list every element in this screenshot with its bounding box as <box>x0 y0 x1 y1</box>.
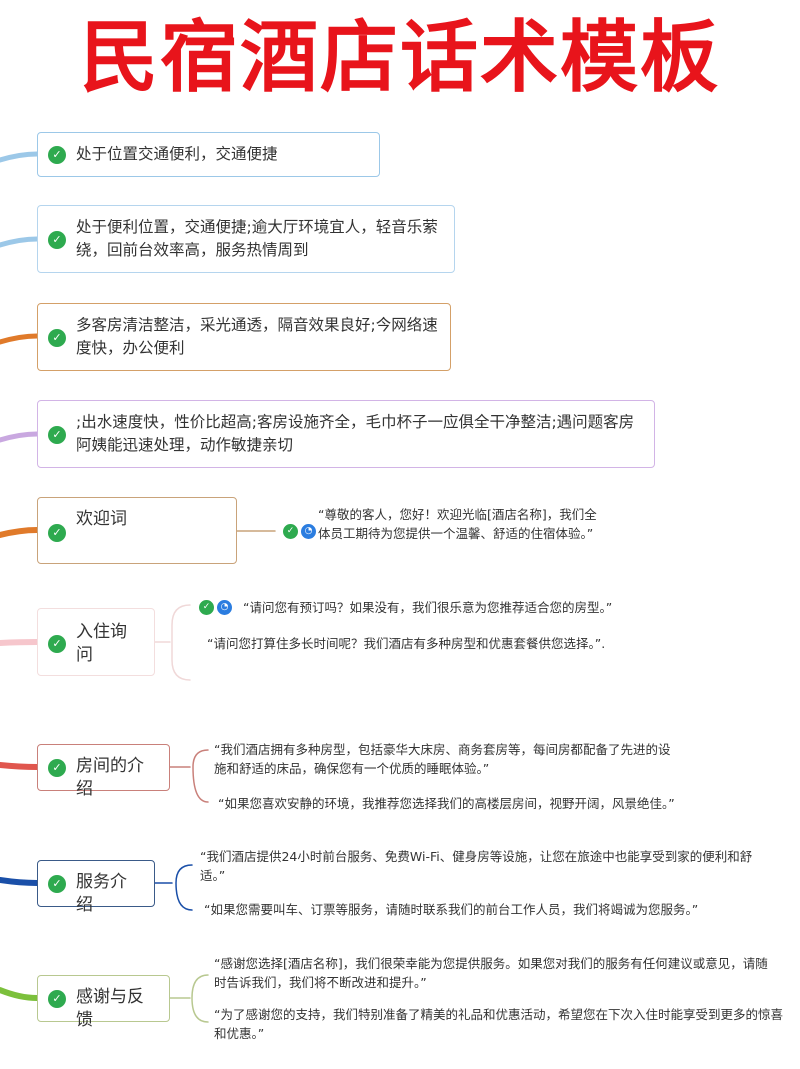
node-label: 入住询问 <box>76 622 127 665</box>
node-label: 房间的介绍 <box>76 756 144 799</box>
node-label: 多客房清洁整洁，采光通透，隔音效果良好;今网络速度快，办公便利 <box>76 316 438 357</box>
node-cleanliness[interactable]: ✓ 多客房清洁整洁，采光通透，隔音效果良好;今网络速度快，办公便利 <box>37 303 451 371</box>
node-checkin[interactable]: ✓ 入住询问 <box>37 608 155 676</box>
leaf-text: “我们酒店提供24小时前台服务、免费Wi-Fi、健身房等设施，让您在旅途中也能享… <box>200 849 753 883</box>
check-icon: ✓ <box>283 524 298 539</box>
check-icon: ✓ <box>48 329 66 347</box>
leaf-text: “尊敬的客人，您好！欢迎光临[酒店名称]，我们全体员工期待为您提供一个温馨、舒适… <box>318 507 597 541</box>
node-facilities[interactable]: ✓ ;出水速度快，性价比超高;客房设施齐全，毛巾杯子一应俱全干净整洁;遇问题客房… <box>37 400 655 468</box>
leaf-text: “如果您需要叫车、订票等服务，请随时联系我们的前台工作人员，我们将竭诚为您服务。… <box>204 902 699 917</box>
check-icon: ✓ <box>48 990 66 1008</box>
leaf-text: “请问您有预订吗？如果没有，我们很乐意为您推荐适合您的房型。” <box>243 600 613 615</box>
check-icon: ✓ <box>48 635 66 653</box>
node-label: 感谢与反馈 <box>76 987 144 1030</box>
node-label: 处于位置交通便利，交通便捷 <box>76 145 278 163</box>
node-location[interactable]: ✓ 处于位置交通便利，交通便捷 <box>37 132 380 177</box>
check-icon: ✓ <box>48 231 66 249</box>
node-label: 欢迎词 <box>76 509 127 529</box>
node-thanks[interactable]: ✓ 感谢与反馈 <box>37 975 170 1030</box>
leaf-text: “为了感谢您的支持，我们特别准备了精美的礼品和优惠活动，希望您在下次入住时能享受… <box>214 1007 783 1041</box>
check-icon: ✓ <box>48 875 66 893</box>
node-welcome[interactable]: ✓ 欢迎词 <box>37 497 237 564</box>
node-label: ;出水速度快，性价比超高;客房设施齐全，毛巾杯子一应俱全干净整洁;遇问题客房阿姨… <box>76 413 635 454</box>
clock-icon: ◔ <box>217 600 232 615</box>
leaf-text: “感谢您选择[酒店名称]，我们很荣幸能为您提供服务。如果您对我们的服务有任何建议… <box>214 956 768 990</box>
check-icon: ✓ <box>199 600 214 615</box>
check-icon: ✓ <box>48 146 66 164</box>
check-icon: ✓ <box>48 759 66 777</box>
node-rooms[interactable]: ✓ 房间的介绍 <box>37 744 170 799</box>
leaf-text: “请问您打算住多长时间呢？我们酒店有多种房型和优惠套餐供您选择。”. <box>207 636 606 651</box>
node-convenience[interactable]: ✓ 处于便利位置，交通便捷;逾大厅环境宜人，轻音乐萦绕，回前台效率高，服务热情周… <box>37 205 455 273</box>
check-icon: ✓ <box>48 426 66 444</box>
check-icon: ✓ <box>48 524 66 542</box>
node-label: 服务介绍 <box>76 872 127 915</box>
clock-icon: ◔ <box>301 524 316 539</box>
leaf-text: “如果您喜欢安静的环境，我推荐您选择我们的高楼层房间，视野开阔，风景绝佳。” <box>218 796 675 811</box>
node-services[interactable]: ✓ 服务介绍 <box>37 860 155 915</box>
leaf-text: “我们酒店拥有多种房型，包括豪华大床房、商务套房等，每间房都配备了先进的设施和舒… <box>214 742 671 776</box>
page-title: 民宿酒店话术模板 <box>79 13 720 103</box>
node-label: 处于便利位置，交通便捷;逾大厅环境宜人，轻音乐萦绕，回前台效率高，服务热情周到 <box>76 218 438 259</box>
